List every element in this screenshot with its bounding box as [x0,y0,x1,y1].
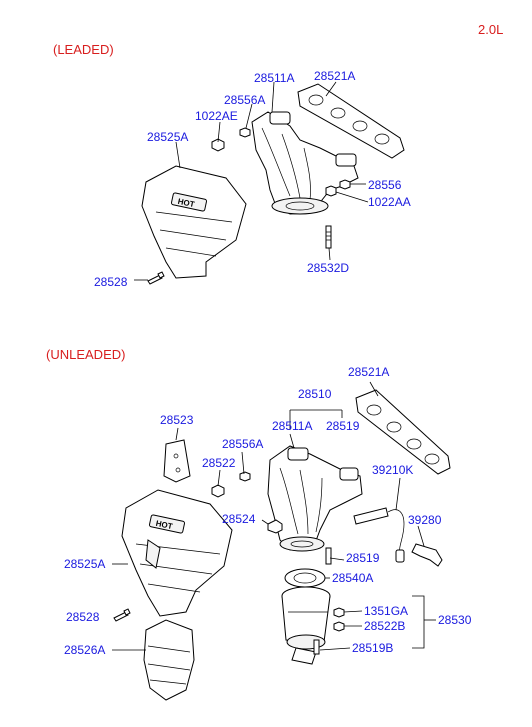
label-28532D-leaded: 28532D [307,261,349,275]
unleaded-assembly: HOT [64,365,472,701]
heat-shield-leaded: HOT [141,165,247,279]
label-28556A-unleaded: 28556A [222,437,263,451]
stud-28519-mid [325,547,332,565]
nut-28522 [211,484,225,498]
stud-28519B [313,639,320,655]
label-28519-mid: 28519 [346,551,380,565]
label-28519B: 28519B [352,641,393,655]
catalytic-converter-28530 [281,586,331,665]
label-28519-top: 28519 [326,419,360,433]
bracket-39280 [411,543,443,567]
label-1351GA: 1351GA [364,604,408,618]
heat-shield-unleaded: HOT [121,489,233,617]
label-28523: 28523 [160,413,194,427]
nut-28556A-leaded [239,127,251,138]
shield-marking-leaded: HOT [177,197,195,209]
label-28511A-leaded: 28511A [254,71,294,85]
exhaust-manifold-unleaded [267,445,363,552]
label-28528-leaded: 28528 [94,275,128,289]
leaded-assembly: HOT 28511A [94,69,411,289]
bracket-28523 [163,439,191,483]
label-28511A-unleaded: 28511A [272,419,312,433]
nut-28556A-unleaded [239,471,251,482]
nut-28522B [333,621,345,632]
lower-heat-shield-28526A [143,619,195,701]
manifold-gasket-unleaded [355,389,451,475]
label-28528-unleaded: 28528 [66,610,100,624]
nut-28556-leaded [339,179,351,190]
label-28522: 28522 [202,456,236,470]
bolt-28524 [267,519,283,534]
label-28524: 28524 [222,512,256,526]
label-28510: 28510 [298,387,332,401]
shield-marking-unleaded: HOT [155,519,173,531]
label-1022AE-leaded: 1022AE [195,109,238,123]
label-28540A: 28540A [332,571,373,585]
label-28521A-leaded: 28521A [314,69,355,83]
engine-displacement-label: 2.0L [478,22,503,37]
converter-gasket-28540A [284,568,326,588]
section-title-unleaded: (UNLEADED) [46,347,125,362]
label-39280: 39280 [408,513,442,527]
nut-1351GA [333,607,345,618]
bolt-28528-unleaded [113,608,131,622]
label-28525A-leaded: 28525A [147,130,188,144]
label-28530: 28530 [438,613,472,627]
label-28556A-leaded: 28556A [224,93,265,107]
label-28525A-unleaded: 28525A [64,557,105,571]
label-28556-leaded: 28556 [368,178,402,192]
label-1022AA-leaded: 1022AA [368,195,411,209]
bolt-28528-leaded [147,271,165,285]
label-39210K: 39210K [372,463,413,477]
label-28522B: 28522B [364,619,405,633]
manifold-gasket-leaded [297,83,405,159]
stud-28532D-leaded [325,225,332,249]
section-title-leaded: (LEADED) [53,42,114,57]
label-28521A-unleaded: 28521A [348,365,389,379]
label-28526A: 28526A [64,643,105,657]
nut-1022AA-leaded [325,185,337,197]
